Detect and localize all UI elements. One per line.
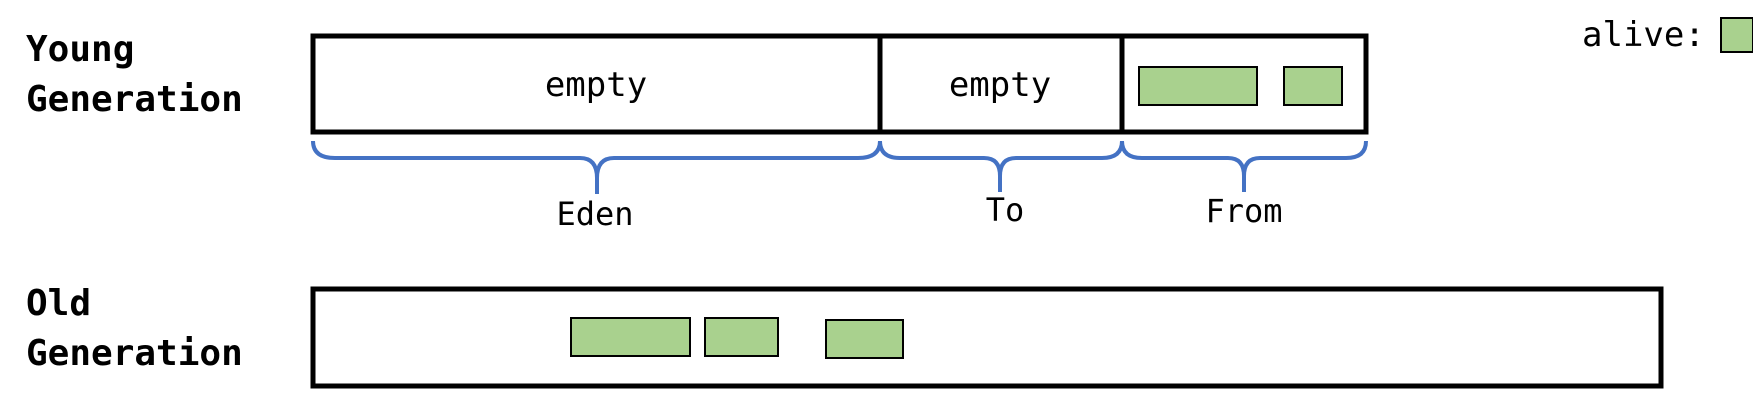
old-generation-title-line2: Generation bbox=[26, 333, 243, 374]
young-generation-title-line1: Young bbox=[26, 29, 135, 70]
to-brace bbox=[878, 140, 1124, 192]
from-alive-object bbox=[1283, 66, 1343, 106]
to-label: To bbox=[986, 191, 1025, 229]
old-alive-object bbox=[704, 317, 779, 357]
young-generation-title-line2: Generation bbox=[26, 79, 243, 120]
old-generation-title-line1: Old bbox=[26, 283, 92, 324]
young-generation-box bbox=[310, 33, 1369, 135]
eden-content: empty bbox=[545, 65, 647, 105]
from-label: From bbox=[1205, 192, 1282, 230]
to-content: empty bbox=[949, 65, 1051, 105]
young-generation-title: Young Generation bbox=[26, 25, 243, 125]
old-alive-object bbox=[570, 317, 691, 357]
eden-label: Eden bbox=[556, 195, 633, 233]
eden-brace bbox=[311, 140, 882, 194]
legend-label: alive: bbox=[1582, 15, 1705, 55]
old-generation-box bbox=[310, 286, 1664, 389]
old-generation-title: Old Generation bbox=[26, 279, 243, 379]
from-alive-object bbox=[1138, 66, 1258, 106]
old-alive-object bbox=[825, 319, 904, 359]
legend-alive-swatch bbox=[1720, 17, 1753, 53]
from-brace bbox=[1120, 140, 1368, 192]
